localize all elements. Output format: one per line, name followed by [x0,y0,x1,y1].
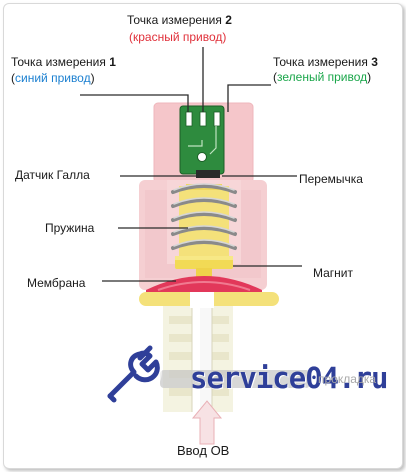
label-water-input: Ввод ОВ [177,443,230,458]
wire-point-3 [227,84,271,112]
label-spring: Пружина [45,221,95,235]
label-point-3-actuator: (зеленый привод) [273,70,372,84]
label-membrane: Мембрана [27,276,86,290]
label-point-3: Точка измерения 3 [273,55,378,69]
label-jumper: Перемычка [299,172,363,186]
inlet-arrow [191,400,223,445]
label-point-2-actuator: (красный привод) [129,30,227,44]
pcb-pins [185,111,221,127]
label-gasket: прокладка [318,372,377,386]
label-point-2: Точка измерения 2 [127,13,232,27]
label-hall-sensor: Датчик Галла [15,168,90,182]
watermark-text: service04.ru [190,361,389,395]
wrench-icon [102,341,162,403]
spring [171,184,237,250]
label-point-1-actuator: (синий привод) [11,71,95,85]
wire-point-1 [80,94,189,112]
gasket [160,370,310,388]
label-point-1: Точка измерения 1 [11,55,116,69]
jumper [196,170,220,178]
label-magnet: Магнит [313,266,354,280]
